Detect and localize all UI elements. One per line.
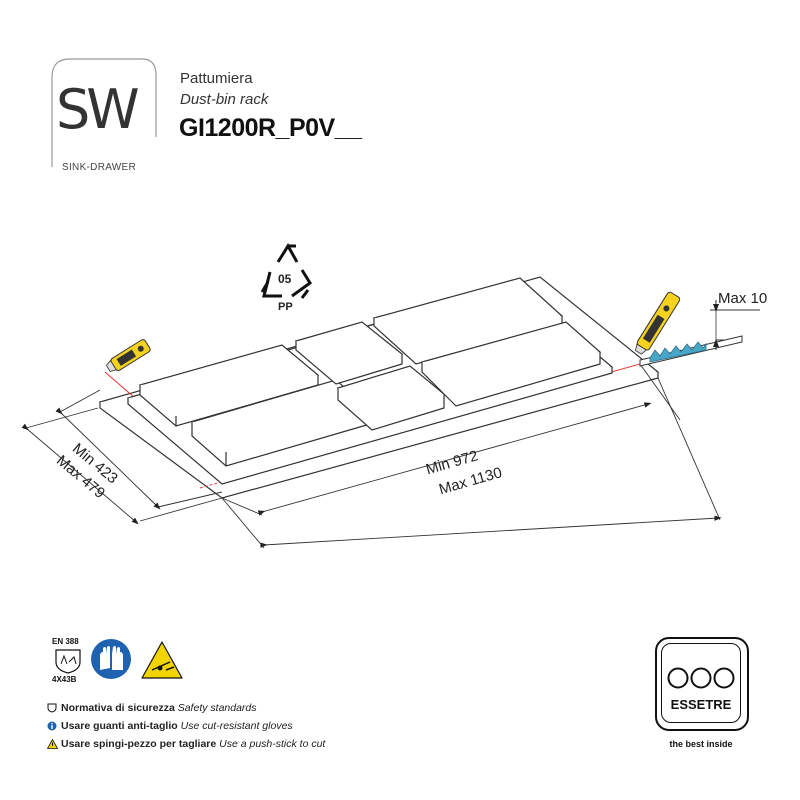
shield-standard-icon — [47, 703, 57, 713]
saw-blade-icon — [649, 341, 707, 363]
recycle-material: PP — [278, 301, 293, 313]
gloves-icon — [91, 639, 131, 679]
title-english: Dust-bin rack — [180, 91, 269, 108]
legend-push-stick-en: Use a push-stick to cut — [219, 738, 326, 750]
logo-frame — [51, 58, 157, 167]
bin-large-front-right — [420, 321, 602, 407]
brand-name: ESSETRE — [670, 697, 732, 712]
brand-logo-inner — [661, 643, 741, 723]
recycle-code: 05 — [278, 272, 292, 286]
legend-push-stick-it: Usare spingi-pezzo per tagliare — [61, 738, 217, 750]
dimension-lines — [21, 363, 722, 549]
legend-gloves-it: Usare guanti anti-taglio — [61, 720, 178, 732]
warning-icon — [47, 739, 58, 749]
brand-tagline: the best inside — [669, 739, 733, 749]
legend-standard-it: Normativa di sicurezza — [61, 702, 175, 714]
brand-logo-frame — [655, 637, 749, 731]
legend-row-standard: Normativa di sicurezza Safety standards — [61, 702, 257, 714]
recycle-icon — [260, 243, 313, 299]
legend-standard-en: Safety standards — [177, 702, 257, 714]
logo-text: SW — [56, 78, 140, 141]
cutter-knife-right-icon — [634, 291, 681, 355]
bin-large-back-right — [372, 277, 564, 365]
max-thickness-label: Max 10 — [718, 290, 768, 307]
cutter-knife-left-icon — [105, 339, 151, 372]
legend-row-push-stick: Usare spingi-pezzo per tagliare Use a pu… — [61, 738, 325, 750]
logo-subtitle: SINK-DRAWER — [62, 162, 137, 173]
standard-name: EN 388 — [52, 637, 79, 646]
brand-circles-icon — [667, 667, 735, 689]
shield-standard-icon — [55, 649, 81, 674]
title-italian: Pattumiera — [180, 70, 253, 87]
bin-large-front-left — [138, 344, 320, 427]
gloves-info-icon — [47, 721, 57, 731]
legend-row-gloves: Usare guanti anti-taglio Use cut-resista… — [61, 720, 293, 732]
product-code: GI1200R_P0V__ — [179, 114, 362, 142]
legend-gloves-en: Use cut-resistant gloves — [180, 720, 293, 732]
bin-small-back-center — [294, 321, 404, 385]
standard-code: 4X43B — [52, 675, 77, 684]
warning-push-stick-icon — [141, 641, 183, 679]
